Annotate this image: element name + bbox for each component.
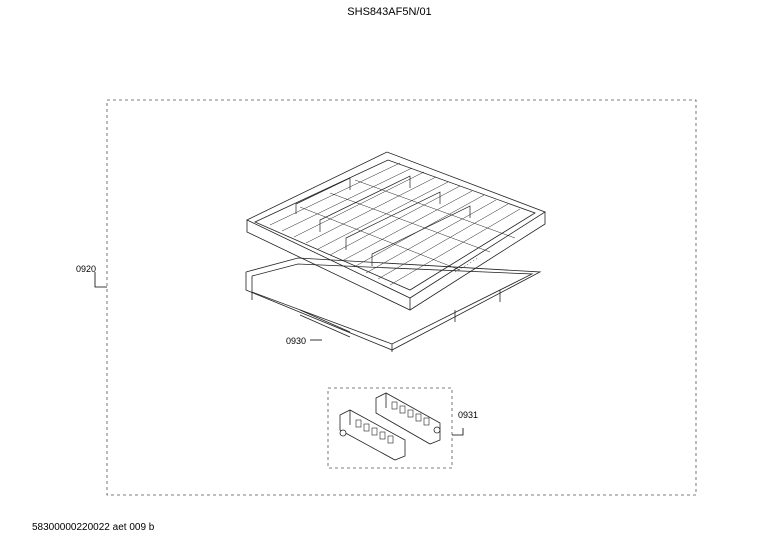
leader-0931 — [452, 428, 464, 436]
clip-part-b — [375, 392, 441, 445]
group-boundary-0920 — [106, 99, 697, 496]
drawing-title: SHS843AF5N/01 — [347, 6, 432, 18]
leader-0920 — [94, 272, 107, 288]
rack-frame-0930 — [245, 257, 542, 352]
part-label-0920: 0920 — [76, 264, 97, 274]
drawing-code: 58300000220022 aet 009 b — [32, 522, 155, 533]
clip-part-a — [339, 409, 406, 461]
part-label-0931: 0931 — [458, 410, 479, 420]
part-label-0930: 0930 — [286, 336, 307, 346]
group-boundary-0931 — [327, 387, 453, 469]
cutlery-tray — [246, 151, 546, 311]
